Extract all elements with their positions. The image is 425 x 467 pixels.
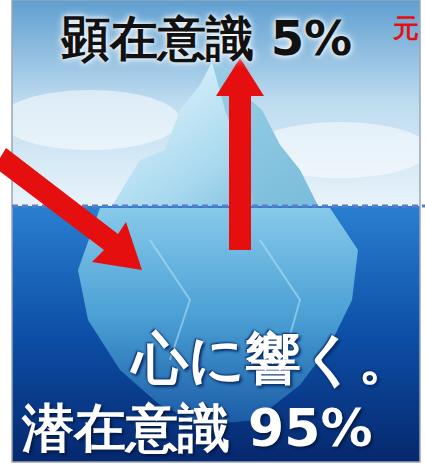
up-arrow — [229, 90, 251, 250]
red-note: 元 — [393, 14, 419, 43]
pointer-arrow — [0, 148, 142, 270]
message-label: 心に響く。 — [132, 328, 414, 390]
subconscious-label: 潜在意識 95% — [22, 400, 373, 457]
surface-label: 顕在意識 5% — [62, 12, 352, 65]
